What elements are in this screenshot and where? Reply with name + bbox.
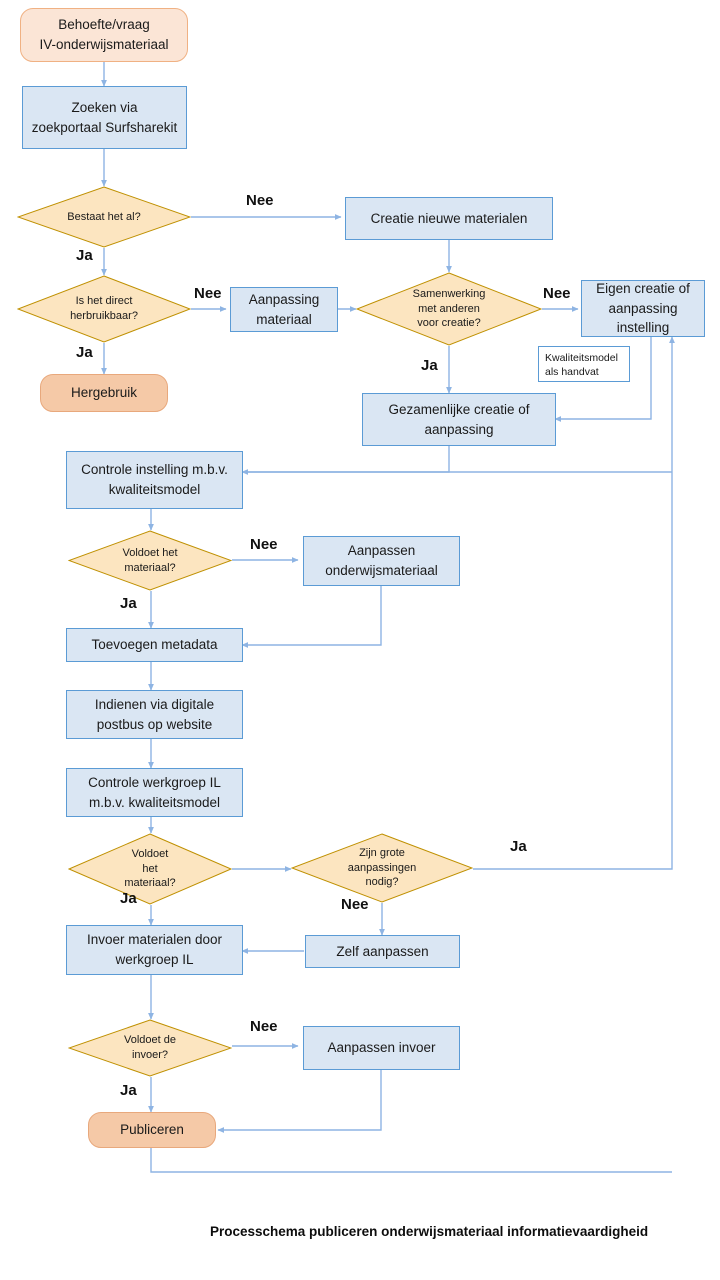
node-aanpassen-onderwijsmateriaal-line2: onderwijsmateriaal	[325, 563, 438, 578]
note-kwaliteitsmodel-als-handvat: Kwaliteitsmodel als handvat	[538, 346, 630, 382]
node-start-line2: IV-onderwijsmateriaal	[39, 37, 169, 52]
node-hergebruik-label: Hergebruik	[70, 385, 138, 401]
node-toevoegen-metadata[interactable]: Toevoegen metadata	[66, 628, 243, 662]
node-controle-werkgroep-line1: Controle werkgroep IL	[88, 774, 221, 790]
edge-label-direct-ja: Ja	[76, 344, 93, 361]
node-zelf-aanpassen[interactable]: Zelf aanpassen	[305, 935, 460, 968]
node-indienen-digitale-postbus[interactable]: Indienen via digitale postbus op website	[66, 690, 243, 739]
edge-label-invoer-nee: Nee	[250, 1018, 278, 1035]
node-start-line1: Behoefte/vraag	[58, 17, 150, 33]
edge-label-direct-nee: Nee	[194, 285, 222, 302]
decision-voldoet-het-materiaal-1[interactable]: Voldoet het materiaal?	[68, 530, 232, 591]
node-zelf-aanpassen-label: Zelf aanpassen	[336, 943, 429, 959]
node-zoeken[interactable]: Zoeken via zoekportaal Surfsharekit	[22, 86, 187, 149]
node-start[interactable]: Behoefte/vraag IV-onderwijsmateriaal	[20, 8, 188, 62]
decision-voldoet-het-materiaal-2[interactable]: Voldoet het materiaal?	[68, 833, 232, 905]
node-eigen-creatie-line1: Eigen creatie of	[596, 281, 690, 297]
edge-label-bestaat-ja: Ja	[76, 247, 93, 264]
decision-voldoet-de-invoer[interactable]: Voldoet de invoer?	[68, 1019, 232, 1077]
node-controle-instelling-line1: Controle instelling m.b.v.	[81, 462, 228, 478]
node-indienen-line1: Indienen via digitale	[94, 696, 215, 712]
node-aanpassing-materiaal-line1: Aanpassing	[248, 291, 320, 307]
decision-is-het-direct-herbruikbaar[interactable]: Is het direct herbruikbaar?	[17, 275, 191, 343]
node-aanpassing-materiaal-line2: materiaal	[256, 311, 312, 327]
node-aanpassen-invoer[interactable]: Aanpassen invoer	[303, 1026, 460, 1070]
node-creatie-nieuwe-materialen[interactable]: Creatie nieuwe materialen	[345, 197, 553, 240]
edge-label-grote-nee: Nee	[341, 896, 369, 913]
node-controle-instelling[interactable]: Controle instelling m.b.v. kwaliteitsmod…	[66, 451, 243, 509]
node-aanpassing-materiaal[interactable]: Aanpassing materiaal	[230, 287, 338, 332]
note-kwaliteitsmodel-line1: Kwaliteitsmodel	[545, 352, 618, 364]
edge-label-voldoet2-ja: Ja	[120, 890, 137, 907]
node-controle-werkgroep-line2: m.b.v. kwaliteitsmodel	[88, 794, 221, 810]
node-toevoegen-metadata-label: Toevoegen metadata	[91, 637, 218, 653]
edge-label-samenwerking-nee: Nee	[543, 285, 571, 302]
node-eigen-creatie-instelling[interactable]: Eigen creatie of aanpassing instelling	[581, 280, 705, 337]
note-kwaliteitsmodel-line2: als handvat	[545, 366, 599, 379]
edge-label-voldoet1-ja: Ja	[120, 595, 137, 612]
node-eigen-creatie-line3: instelling	[616, 320, 670, 336]
node-publiceren-label: Publiceren	[120, 1122, 184, 1138]
node-invoer-materialen-line1: Invoer materialen door	[86, 932, 223, 948]
node-publiceren[interactable]: Publiceren	[88, 1112, 216, 1148]
node-indienen-line2: postbus op website	[96, 716, 213, 732]
node-gezamenlijke-creatie[interactable]: Gezamenlijke creatie of aanpassing	[362, 393, 556, 446]
node-controle-werkgroep-il[interactable]: Controle werkgroep IL m.b.v. kwaliteitsm…	[66, 768, 243, 817]
edge-label-voldoet1-nee: Nee	[250, 536, 278, 553]
decision-samenwerking-met-anderen[interactable]: Samenwerking met anderen voor creatie?	[356, 272, 542, 346]
edge-label-samenwerking-ja: Ja	[421, 357, 438, 374]
node-hergebruik[interactable]: Hergebruik	[40, 374, 168, 412]
edge-label-grote-ja: Ja	[510, 838, 527, 855]
node-controle-instelling-line2: kwaliteitsmodel	[108, 482, 201, 497]
node-zoeken-line2: zoekportaal Surfsharekit	[31, 119, 178, 135]
node-eigen-creatie-line2: aanpassing	[608, 300, 678, 316]
decision-zijn-grote-aanpassingen-nodig[interactable]: Zijn grote aanpassingen nodig?	[291, 833, 473, 903]
node-invoer-materialen-werkgroep[interactable]: Invoer materialen door werkgroep IL	[66, 925, 243, 975]
node-zoeken-line1: Zoeken via	[71, 99, 138, 115]
diagram-caption: Processchema publiceren onderwijsmateria…	[210, 1224, 649, 1239]
edge-label-invoer-ja: Ja	[120, 1082, 137, 1099]
node-aanpassen-onderwijsmateriaal-line1: Aanpassen	[347, 543, 416, 559]
decision-bestaat-het-al[interactable]: Bestaat het al?	[17, 186, 191, 248]
node-gezamenlijke-creatie-line2: aanpassing	[424, 421, 494, 437]
edge-label-bestaat-nee: Nee	[246, 192, 274, 209]
node-gezamenlijke-creatie-line1: Gezamenlijke creatie of	[388, 401, 530, 417]
node-aanpassen-invoer-label: Aanpassen invoer	[327, 1040, 436, 1056]
node-aanpassen-onderwijsmateriaal[interactable]: Aanpassen onderwijsmateriaal	[303, 536, 460, 586]
node-creatie-nieuwe-materialen-label: Creatie nieuwe materialen	[370, 210, 528, 226]
node-invoer-materialen-line2: werkgroep IL	[115, 952, 194, 967]
